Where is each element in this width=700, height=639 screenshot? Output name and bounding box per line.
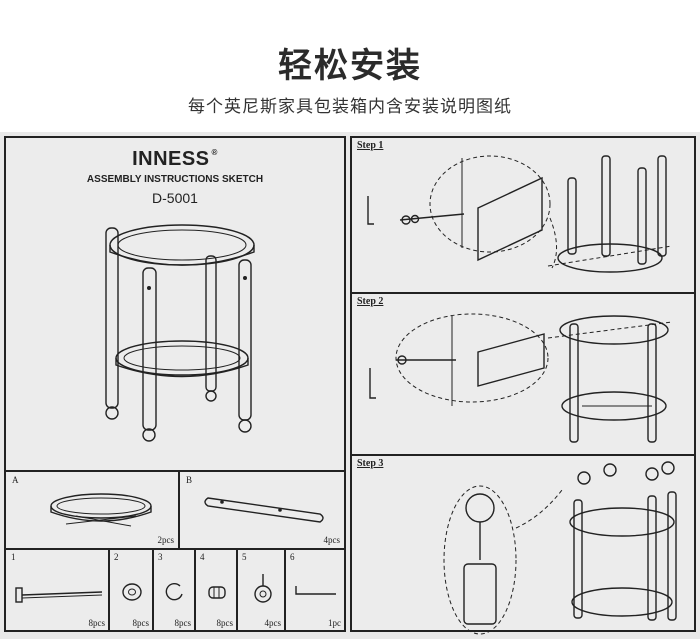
hardware-3-label: 3 [158,552,163,562]
hardware-4-qty: 8pcs [216,618,234,628]
part-a-qty: 2pcs [157,535,175,545]
hardware-2-label: 2 [114,552,119,562]
hardware-1-box: 1 8pcs [4,548,110,632]
hardware-6-box: 6 1pc [284,548,346,632]
washer-icon [122,583,142,601]
brand-name: INNESS [132,148,210,170]
hardware-3-qty: 8pcs [174,618,192,628]
assembled-cart-illustration [105,224,255,442]
step-1-diagram [367,155,673,273]
hardware-5-label: 5 [242,552,247,562]
part-b-qty: 4pcs [323,535,341,545]
bolt-icon [15,587,103,603]
step-3-diagram [443,461,677,635]
step-3-label: Step 3 [357,458,384,469]
step-2-diagram [369,313,673,443]
step-3-box: Step 3 [352,456,694,635]
model-number: D-5001 [152,190,198,206]
hardware-1-label: 1 [11,552,16,562]
part-b-box: B 4pcs [178,470,346,550]
registered-mark: ® [211,148,218,157]
hardware-6-qty: 1pc [328,618,341,628]
cover-panel: INNESS® ASSEMBLY INSTRUCTIONS SKETCH D-5… [4,136,346,472]
hardware-4-label: 4 [200,552,205,562]
part-a-label: A [12,475,19,485]
hardware-2-box: 2 8pcs [108,548,154,632]
spring-washer-icon [165,582,183,601]
allen-key-icon [295,586,336,595]
instruction-sheet-photo: INNESS® ASSEMBLY INSTRUCTIONS SKETCH D-5… [0,132,700,639]
part-a-box: A 2pcs [4,470,180,550]
barrel-nut-icon [208,586,226,599]
step-1-box: Step 1 [352,138,694,294]
step-1-label: Step 1 [357,140,384,151]
step-2-box: Step 2 [352,294,694,456]
hardware-4-box: 4 8pcs [194,548,238,632]
step-2-label: Step 2 [357,296,384,307]
hardware-5-box: 5 4pcs [236,548,286,632]
hardware-2-qty: 8pcs [132,618,150,628]
caster-wheel-icon [254,574,272,603]
page-subtitle: 每个英尼斯家具包装箱内含安装说明图纸 [188,97,512,116]
brand-logo: INNESS® [6,148,344,171]
doc-title: ASSEMBLY INSTRUCTIONS SKETCH [86,174,264,185]
leg-part-icon [204,497,324,523]
tray-part-icon [50,493,152,527]
hardware-6-label: 6 [290,552,295,562]
hardware-5-qty: 4pcs [264,618,282,628]
page-title: 轻松安装 [278,47,422,85]
hardware-1-qty: 8pcs [88,618,106,628]
part-b-label: B [186,475,193,485]
hardware-3-box: 3 8pcs [152,548,196,632]
